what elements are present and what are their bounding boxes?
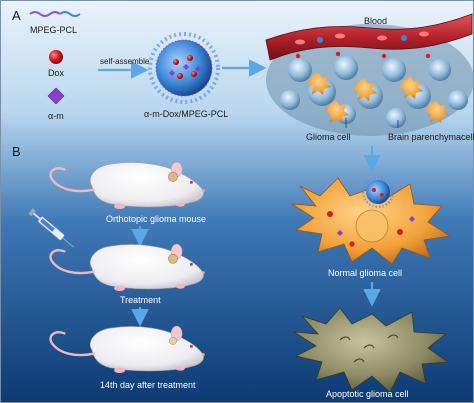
- apoptotic-glioma-cell-label: Apoptotic glioma cell: [326, 389, 409, 399]
- alpha-m-icon: [47, 87, 65, 105]
- blood-label: Blood: [364, 16, 387, 26]
- orthotopic-label: Orthotopic glioma mouse: [106, 214, 206, 224]
- nanoparticle-label: α-m-Dox/MPEG-PCL: [144, 109, 228, 119]
- syringe-icon: [28, 208, 74, 248]
- treatment-label: Treatment: [120, 295, 161, 305]
- micelle-icon-cell: [361, 175, 395, 209]
- normal-glioma-cell-label: Normal glioma cell: [328, 268, 402, 278]
- brain-parenchyma-label: Brain parenchymacell: [388, 132, 474, 142]
- tissue-cluster: [266, 24, 474, 136]
- panel-a-label: A: [12, 8, 21, 23]
- dox-icon: [49, 50, 63, 64]
- mouse-icon-orthotopic: [49, 160, 206, 211]
- blood-vessel-icon: [265, 13, 473, 61]
- legend-dox: Dox: [48, 68, 65, 78]
- self-assemble-label: self-assemble: [100, 57, 150, 66]
- legend-alpha-m: α-m: [48, 111, 64, 121]
- normal-glioma-cell: [291, 177, 452, 265]
- glioma-cell-label: Glioma cell: [306, 132, 351, 142]
- mouse-icon-after: [49, 324, 206, 375]
- mpeg-pcl-icon: [29, 11, 81, 17]
- apoptotic-glioma-cell: [293, 307, 450, 393]
- legend-mpeg-pcl: MPEG-PCL: [30, 25, 77, 35]
- after-treatment-label: 14th day after treatment: [100, 380, 196, 390]
- micelle-icon: [148, 32, 220, 104]
- panel-b-label: B: [12, 144, 21, 159]
- mouse-icon-treatment: [49, 242, 206, 293]
